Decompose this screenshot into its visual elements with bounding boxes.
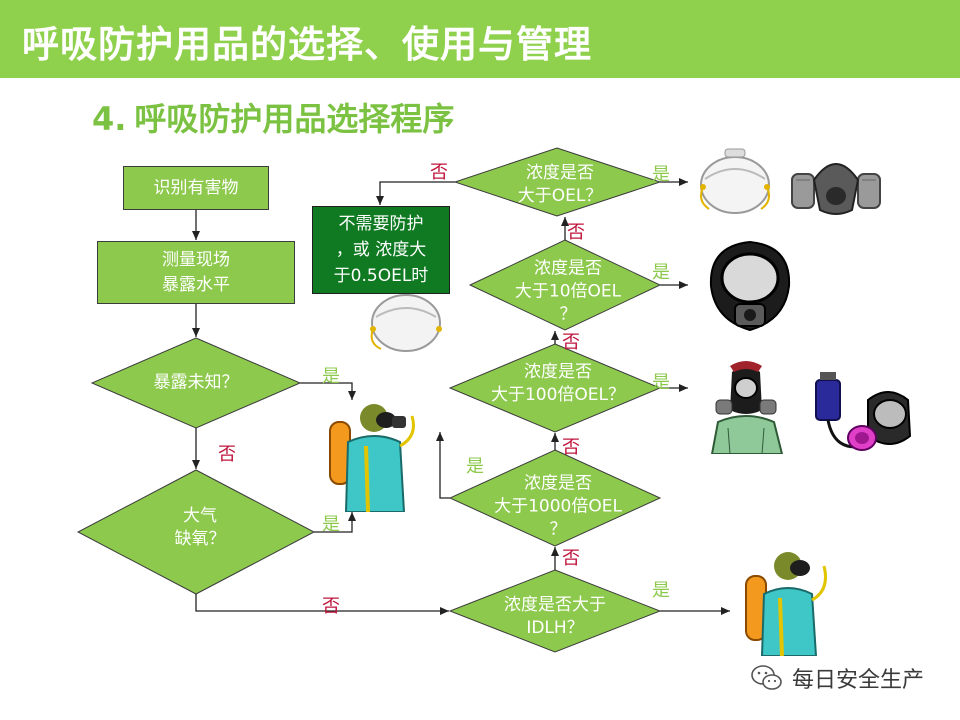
decision-1000-text: 浓度是否 大于1000倍OEL ？ bbox=[494, 473, 622, 540]
label-no-unknown: 否 bbox=[218, 444, 236, 465]
section-number: 4. bbox=[92, 100, 127, 138]
label-yes-1000: 是 bbox=[466, 456, 484, 477]
dust-mask-small-icon bbox=[370, 294, 442, 352]
decision-idlh-shape bbox=[448, 569, 662, 653]
section-title-text: 呼吸防护用品选择程序 bbox=[134, 100, 455, 138]
label-yes-oel: 是 bbox=[652, 164, 670, 185]
decision-unknown-text: 暴露未知？ bbox=[153, 372, 239, 393]
watermark-text: 每日安全生产 bbox=[792, 668, 925, 693]
decision-100-text: 浓度是否 大于100倍OEL？ bbox=[490, 362, 626, 405]
step-measure: 测量现场 暴露水平 bbox=[97, 241, 295, 304]
step-identify: 识别有害物 bbox=[123, 166, 269, 210]
decision-oel-text: 浓度是否 大于OEL？ bbox=[517, 163, 603, 206]
label-no-100: 否 bbox=[562, 332, 580, 353]
label-no-oxygen: 否 bbox=[322, 596, 340, 617]
label-yes-idlh: 是 bbox=[652, 580, 670, 601]
decision-10-shape bbox=[468, 239, 662, 331]
label-no-1000: 否 bbox=[562, 437, 580, 458]
scba-worker-icon-2 bbox=[745, 552, 827, 656]
label-yes-unknown: 是 bbox=[322, 366, 340, 387]
title-bar: 呼吸防护用品的选择、使用与管理 bbox=[0, 0, 960, 78]
label-no-idlh: 否 bbox=[562, 548, 580, 569]
decision-100-shape bbox=[448, 343, 662, 433]
wechat-icon bbox=[751, 665, 782, 690]
worker-full-mask-icon bbox=[710, 361, 784, 454]
decision-10-text: 浓度是否 大于10倍OEL ？ bbox=[514, 258, 622, 325]
step-no-protection: 不需要防护 ，或 浓度大 于0.5OEL时 bbox=[312, 206, 450, 294]
decision-oel-shape bbox=[453, 147, 662, 217]
half-mask-respirator-icon bbox=[791, 163, 881, 215]
powered-air-respirator-icon bbox=[815, 372, 912, 451]
section-title: 4.呼吸防护用品选择程序 bbox=[92, 94, 454, 140]
scba-worker-icon bbox=[329, 404, 415, 512]
label-yes-100: 是 bbox=[652, 372, 670, 393]
decision-oxygen-text: 大气 缺氧？ bbox=[174, 506, 226, 549]
page-title: 呼吸防护用品的选择、使用与管理 bbox=[22, 23, 592, 66]
watermark: 每日安全生产 bbox=[750, 662, 924, 694]
decision-1000-shape bbox=[448, 449, 662, 547]
label-no-oel: 否 bbox=[430, 162, 448, 183]
label-yes-oxygen: 是 bbox=[322, 514, 340, 535]
label-no-10: 否 bbox=[567, 222, 585, 243]
dust-mask-icon bbox=[700, 148, 770, 214]
full-face-mask-icon bbox=[709, 240, 791, 332]
label-yes-10: 是 bbox=[652, 262, 670, 283]
decision-idlh-text: 浓度是否大于 IDLH？ bbox=[504, 595, 606, 638]
